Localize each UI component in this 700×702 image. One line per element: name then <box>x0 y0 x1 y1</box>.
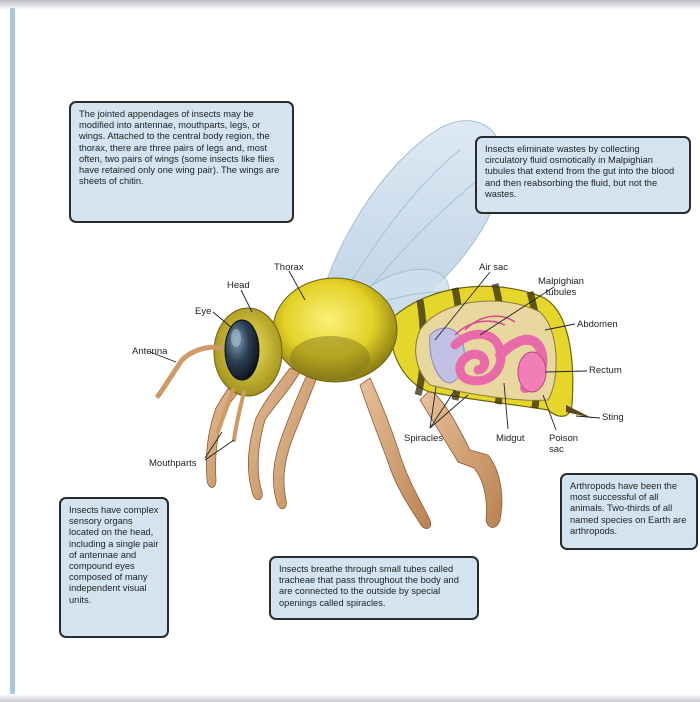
label-antenna: Antenna <box>132 346 167 357</box>
label-sting: Sting <box>602 412 624 423</box>
callout-success: Arthropods have been the most successful… <box>560 473 698 550</box>
callout-senses: Insects have complex sensory organs loca… <box>59 497 169 638</box>
label-thorax: Thorax <box>274 262 304 273</box>
callout-wastes: Insects eliminate wastes by collecting c… <box>475 136 691 214</box>
label-spiracles: Spiracles <box>404 433 443 444</box>
callout-breathing: Insects breathe through small tubes call… <box>269 556 479 620</box>
label-head: Head <box>227 280 250 291</box>
label-mouthparts: Mouthparts <box>149 458 197 469</box>
callout-appendages: The jointed appendages of insects may be… <box>69 101 294 223</box>
label-midgut: Midgut <box>496 433 525 444</box>
label-eye: Eye <box>195 306 211 317</box>
label-malpighian-tubules: Malpighian tubules <box>538 276 584 298</box>
abdomen-body <box>391 284 592 418</box>
label-air-sac: Air sac <box>479 262 508 273</box>
label-rectum: Rectum <box>589 365 622 376</box>
label-poison-sac: Poison sac <box>549 433 578 455</box>
label-abdomen: Abdomen <box>577 319 618 330</box>
